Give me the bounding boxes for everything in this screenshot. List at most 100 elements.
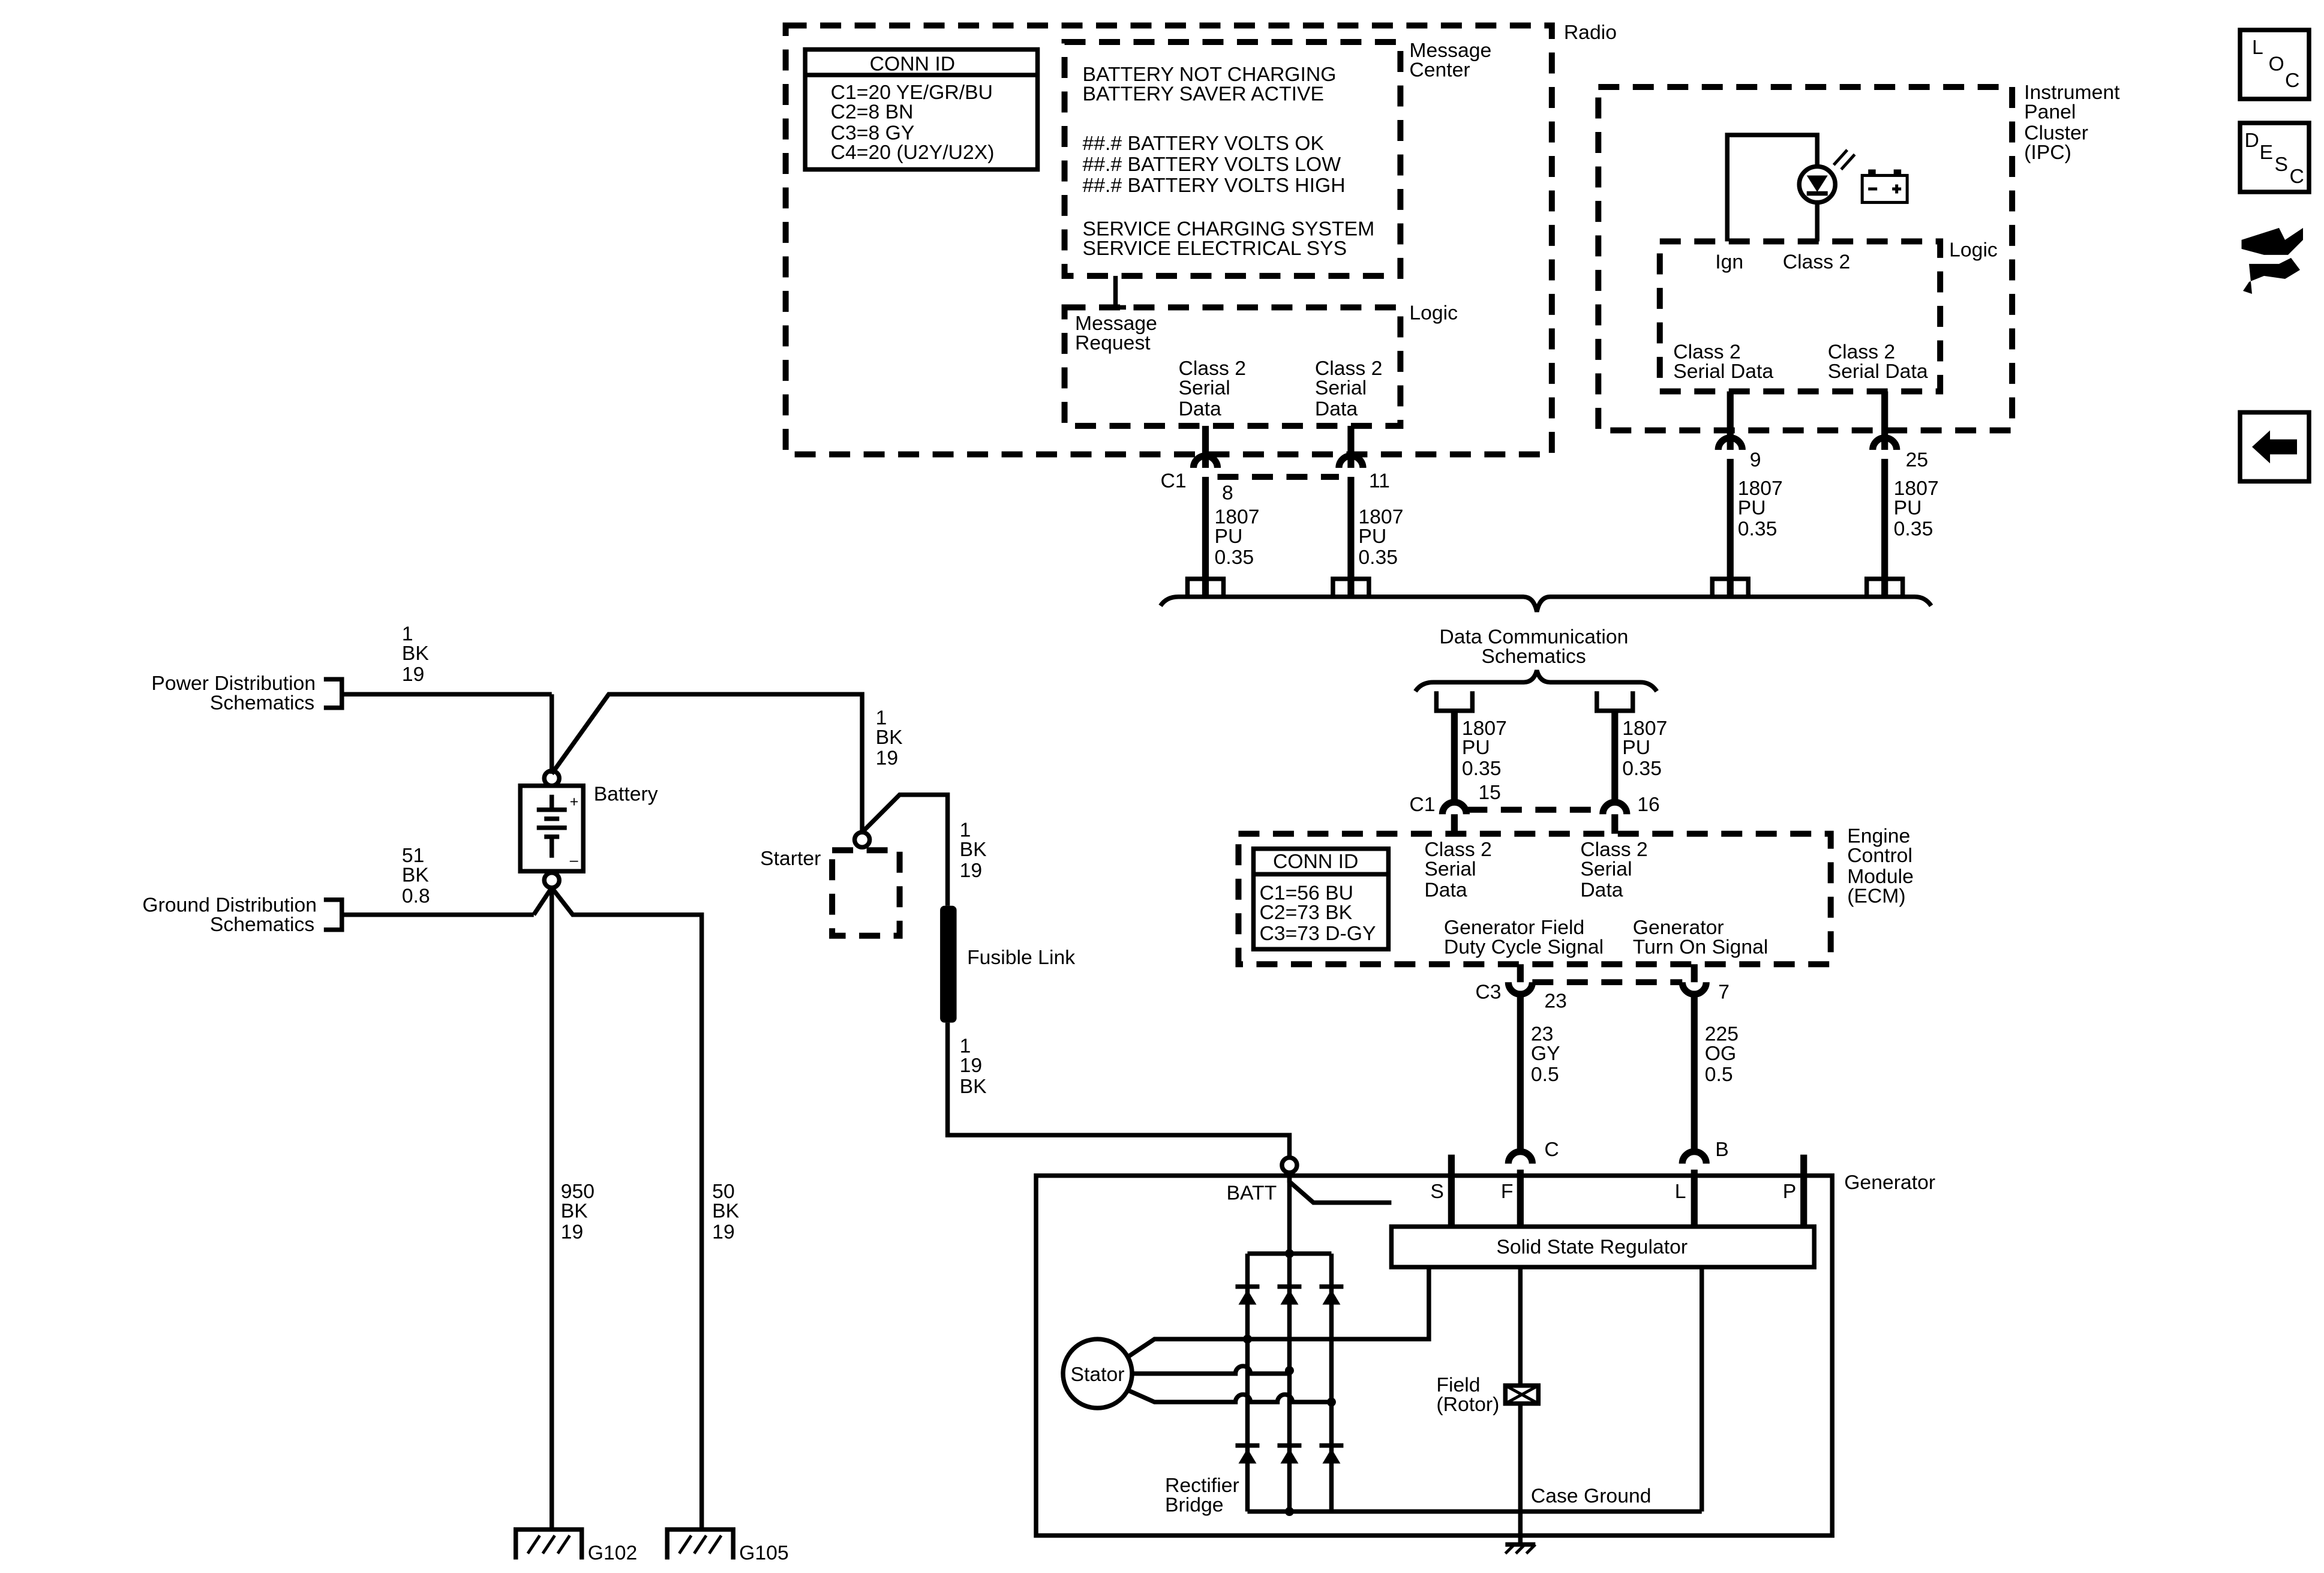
g105-wire-label: 19 [712,1221,735,1244]
g102-wire-label: BK [561,1200,588,1223]
radio-serial-data-label: Data [1315,397,1358,420]
ecm-wire-f-label: GY [1531,1042,1560,1065]
starter-wire-label: 1 [876,706,887,729]
battery-label: Battery [594,783,658,806]
ecm-conn-id: C1=56 BU [1259,882,1353,905]
generator: Generator C B S F L P BATT Solid State R… [1034,1138,1935,1555]
ecm-title: Engine [1847,825,1910,848]
fuse-wire-label: 19 [960,1054,983,1077]
radio-message: ##.# BATTERY VOLTS HIGH [1083,174,1346,197]
g105-label: G105 [739,1542,789,1565]
radio-conn-id: C3=8 GY [831,121,915,144]
case-ground-icon [1504,1542,1537,1555]
loc-button[interactable]: L O C [2238,28,2311,101]
back-button[interactable] [2238,410,2311,484]
message-center-label: Message [1409,39,1491,62]
ecm-wire-label: 0.35 [1622,757,1662,780]
ground-g105-icon [665,1527,735,1560]
ipc-wire-label: 1807 [1894,477,1939,500]
radio-serial-data-label: Class 2 [1315,357,1382,380]
message-center-label: Center [1409,58,1470,81]
generator-batt-label: BATT [1226,1182,1277,1205]
ground-dist-label: Schematics [210,913,314,936]
ecm-title: (ECM) [1847,885,1905,908]
ecm-serial-data-label: Serial [1580,858,1632,881]
ecm-wire-f-label: 23 [1531,1023,1554,1046]
ecm-pin-label: 15 [1478,781,1501,804]
fuse-wire-label: BK [960,838,987,861]
regulator-label: Solid State Regulator [1496,1236,1688,1259]
ecm-title: Module [1847,865,1914,888]
power-wire-label: 1 [402,622,413,645]
generator-terminal-s: S [1430,1180,1444,1203]
fuse-wire-label: BK [960,1075,987,1098]
ipc-wire-label: PU [1894,496,1922,519]
ipc-wire-label: 1807 [1738,477,1783,500]
data-comm-title: Schematics [1481,645,1586,668]
ipc-title: Instrument [2024,81,2120,104]
ecm-wire-label: 1807 [1622,717,1667,740]
rectifier-label: Rectifier [1165,1474,1239,1497]
radio-conn-id-header: CONN ID [870,52,955,75]
instrument-panel-cluster: Instrument Panel Cluster (IPC) Logic Ign… [1595,81,2120,597]
desc-button[interactable]: D E S C [2238,121,2311,194]
starter-wire-label: BK [876,726,903,749]
ecm-wire-l-label: 225 [1705,1023,1739,1046]
connector-tool-icon[interactable] [2241,227,2304,294]
radio-serial-data-label: Class 2 [1178,357,1245,380]
desc-letter: E [2260,141,2274,164]
radio-wire-label: 0.35 [1214,546,1254,569]
svg-text:–: – [570,852,578,869]
ipc-wire-label: 0.35 [1894,517,1933,540]
radio-message: ##.# BATTERY VOLTS OK [1083,132,1325,155]
ground-wire-label: BK [402,864,429,887]
generator-terminal-l: L [1675,1180,1686,1203]
generator-terminal-p: P [1783,1180,1797,1203]
radio-serial-data-label: Serial [1178,376,1230,399]
radio-wire-label: PU [1358,525,1386,548]
desc-letter: D [2245,129,2259,152]
ipc-serial-data-label: Class 2 [1673,340,1740,363]
rectifier-diodes-icon [1235,1249,1344,1517]
data-comm-title: Data Communication [1439,625,1628,648]
radio-conn-id: C2=8 BN [831,100,914,123]
g105-wire-label: 50 [712,1180,735,1203]
back-arrow-icon [2252,430,2298,464]
ecm-pin-label: 16 [1637,793,1660,816]
ipc-wire-label: PU [1738,496,1766,519]
radio-connector-label: C1 [1161,469,1187,492]
ecm-title: Control [1847,844,1912,867]
stator-label: Stator [1071,1363,1125,1386]
ipc-title: Cluster [2024,121,2088,144]
radio-wire-label: 0.35 [1358,546,1398,569]
generator-terminal-f: F [1501,1180,1514,1203]
radio-serial-data-label: Data [1178,397,1221,420]
ecm-pin-label: 7 [1718,981,1730,1004]
ecm-serial-data-label: Data [1580,879,1623,902]
radio-pin-label: 8 [1222,481,1233,504]
ecm-wire-label: PU [1462,736,1490,759]
ipc-serial-data-label: Serial Data [1673,360,1773,383]
ipc-ign-label: Ign [1715,250,1743,273]
ecm-conn-id: C2=73 BK [1259,901,1352,924]
ecm-conn-id: C3=73 D-GY [1259,922,1376,945]
ipc-wire-label: 0.35 [1738,517,1777,540]
ecm-gen-field-label: Duty Cycle Signal [1444,936,1604,959]
ground-wire-label: 0.8 [402,885,430,908]
message-request-label: Message [1075,312,1157,335]
ecm-gen-turn-on-label: Turn On Signal [1633,936,1768,959]
ground-wire-label: 51 [402,844,425,867]
ipc-title: Panel [2024,100,2076,123]
ecm-serial-data-label: Data [1424,879,1467,902]
generator-pin-b: B [1715,1138,1729,1161]
case-ground-label: Case Ground [1531,1485,1652,1508]
battery-circuit: Power Distribution Schematics 1 BK 19 + … [142,622,1292,1565]
ground-g102-icon [514,1527,584,1560]
power-wire-label: 19 [402,663,425,686]
field-rotor-label: Field [1436,1374,1480,1397]
power-dist-label: Power Distribution [151,672,316,695]
radio-serial-data-label: Serial [1315,376,1367,399]
ecm-wire-l-label: OG [1705,1042,1736,1065]
